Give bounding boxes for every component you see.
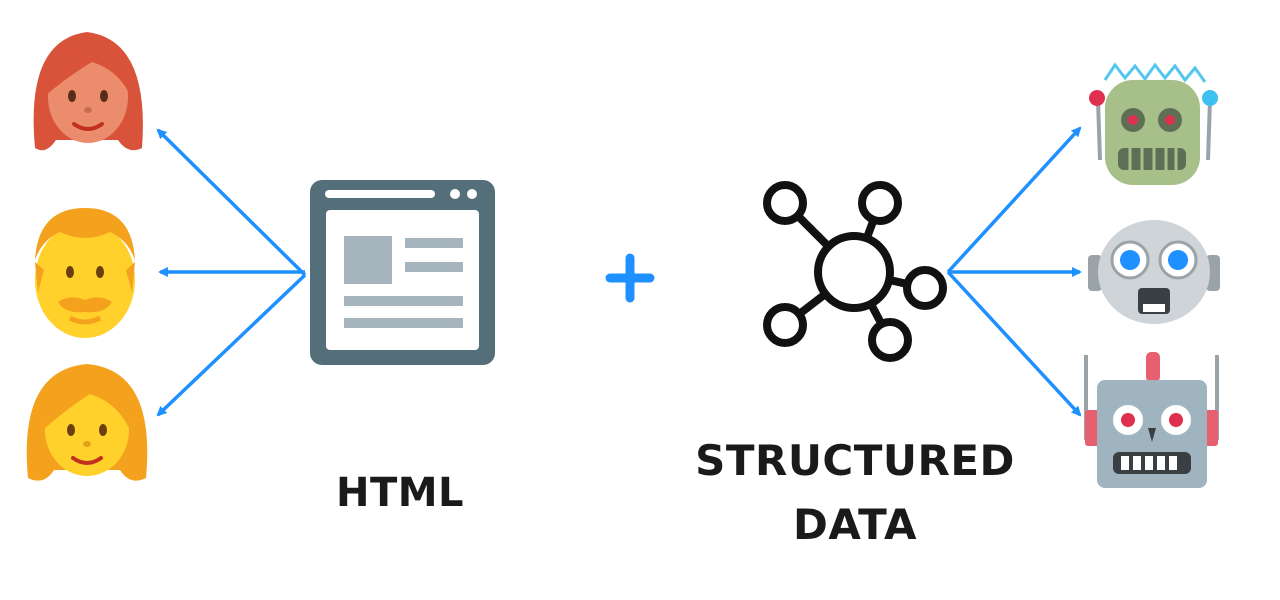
woman-red-hair-icon: [33, 32, 143, 151]
network-graph-icon: [763, 181, 947, 362]
plus-sign: [605, 253, 655, 303]
arrows-to-people: [156, 128, 307, 417]
arrow-to-person-1: [156, 128, 307, 277]
structured-data-label-line1: STRUCTURED: [695, 436, 1015, 485]
html-label: HTML: [335, 470, 465, 516]
structured-data-label-line2: DATA: [792, 500, 917, 549]
boxy-robot-icon: [1084, 352, 1219, 488]
woman-blonde-icon: [26, 364, 148, 481]
webpage-icon: [310, 180, 495, 365]
old-robot-icon: [1089, 62, 1218, 185]
arrow-to-robot-3: [946, 270, 1082, 417]
arrow-to-person-3: [156, 273, 307, 417]
round-robot-icon: [1088, 220, 1220, 324]
man-beard-icon: [35, 208, 135, 338]
arrows-to-robots: [946, 126, 1082, 417]
arrow-to-robot-1: [946, 126, 1082, 274]
